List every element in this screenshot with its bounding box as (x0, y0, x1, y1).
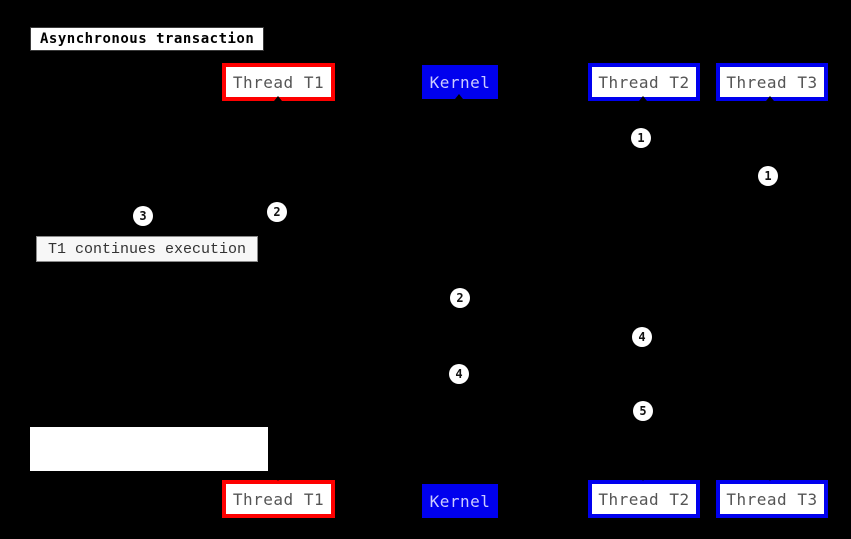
actor-box-thread-t2-top: Thread T2 (588, 63, 700, 101)
lifeline-start-notch-thread-t1 (274, 96, 282, 101)
actor-label-thread-t3: Thread T3 (726, 489, 818, 509)
actor-box-kernel-top: Kernel (422, 65, 498, 99)
actor-label-kernel: Kernel (429, 491, 491, 511)
lifeline-arrowhead-thread-t1 (273, 474, 283, 481)
note-t1-continues-execution: T1 continues execution (36, 236, 258, 262)
sequence-number-badge: 2 (267, 202, 287, 222)
diagram-title: Asynchronous transaction (30, 27, 265, 51)
sequence-number-badge: 1 (631, 128, 651, 148)
lifeline-start-notch-thread-t2 (639, 96, 647, 101)
sequence-number-badge: 4 (449, 364, 469, 384)
sequence-number-badge: 4 (632, 327, 652, 347)
actor-box-thread-t3-bottom: Thread T3 (716, 480, 828, 518)
actor-label-thread-t2: Thread T2 (598, 489, 690, 509)
actor-label-thread-t1: Thread T1 (232, 72, 325, 92)
actor-label-thread-t3: Thread T3 (726, 72, 818, 92)
sequence-number-badge: 5 (633, 401, 653, 421)
actor-label-thread-t1: Thread T1 (232, 489, 325, 509)
actor-label-kernel: Kernel (429, 72, 491, 92)
actor-box-kernel-bottom: Kernel (422, 484, 498, 518)
sequence-number-badge: 3 (133, 206, 153, 226)
lifeline-arrowhead-thread-t2 (638, 474, 648, 481)
actor-box-thread-t2-bottom: Thread T2 (588, 480, 700, 518)
sequence-number-badge: 2 (450, 288, 470, 308)
lifeline-arrowhead-thread-t3 (765, 474, 775, 481)
lifeline-start-notch-kernel (455, 94, 463, 99)
actor-box-thread-t1-bottom: Thread T1 (222, 480, 335, 518)
note-blank (30, 427, 268, 471)
sequence-number-badge: 1 (758, 166, 778, 186)
lifeline-start-notch-thread-t3 (766, 96, 774, 101)
actor-label-thread-t2: Thread T2 (598, 72, 690, 92)
